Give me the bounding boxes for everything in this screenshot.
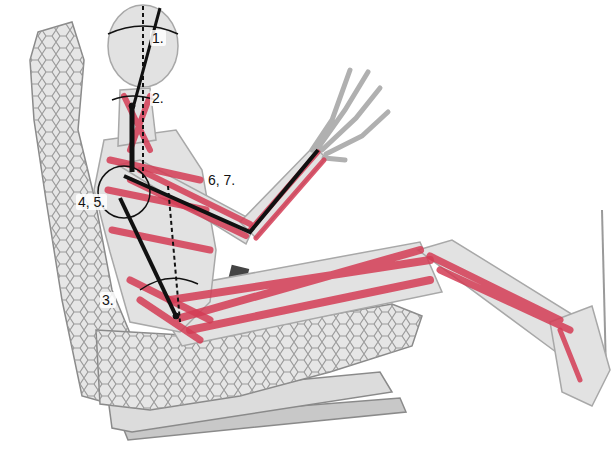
kinematic-lines-part — [98, 166, 150, 218]
muscles — [108, 96, 580, 380]
callout-number: 2. — [150, 90, 166, 106]
kinematic-lines-part — [140, 278, 198, 290]
callout-number: 4, 5. — [76, 194, 107, 210]
kinematic-lines-part — [173, 313, 179, 319]
body-surface — [94, 5, 610, 406]
callout-number: 1. — [150, 30, 166, 46]
body-surface-part — [312, 70, 388, 160]
kinematic-lines-part — [108, 26, 178, 34]
kinematic-lines-part — [130, 104, 135, 172]
muscles-part — [250, 152, 324, 238]
muscles-part — [560, 330, 580, 380]
body-surface-part — [94, 130, 216, 332]
callout-number: 3. — [100, 292, 116, 308]
kinematic-lines-part — [129, 103, 135, 109]
muscles-part — [430, 256, 570, 330]
callout-number: 6, 7. — [206, 172, 237, 188]
kinematic-lines-part — [142, 6, 144, 178]
muscles-part — [124, 96, 150, 150]
seat — [30, 22, 606, 440]
kinematic-lines-part — [120, 198, 176, 316]
kinematic-lines — [98, 6, 318, 322]
kinematic-lines-part — [124, 150, 318, 232]
